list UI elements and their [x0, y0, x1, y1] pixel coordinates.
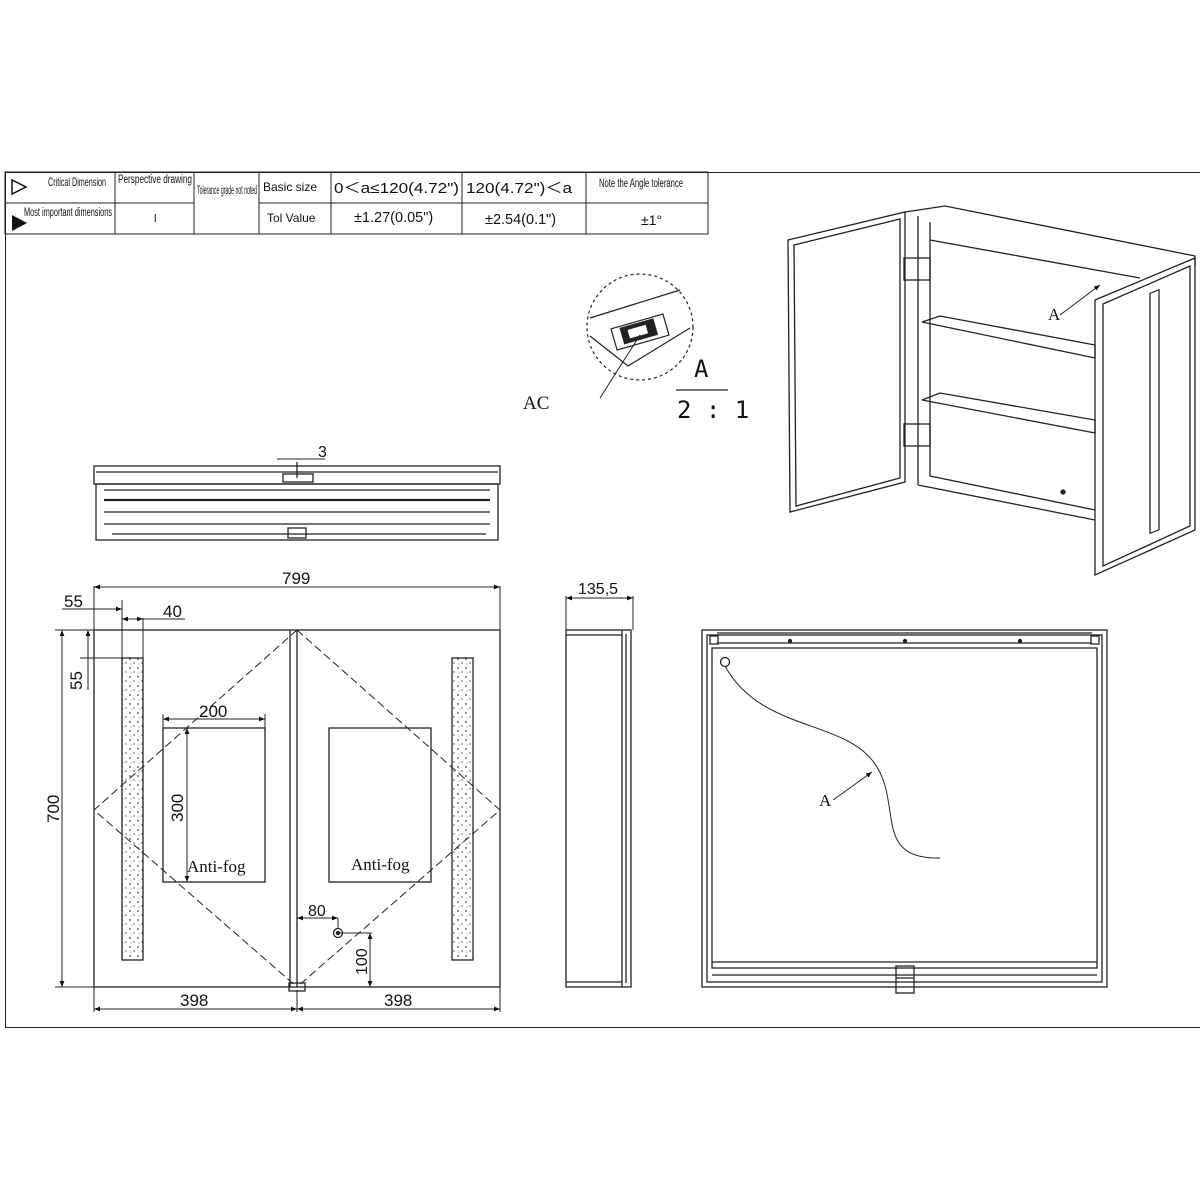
anti-fog-left-label: Anti-fog: [187, 857, 246, 876]
iso-cabinet: [787, 205, 1196, 577]
dim-fog-width: 200: [199, 702, 227, 721]
detail-ac-label: AC: [523, 393, 549, 414]
top-view: [93, 462, 501, 541]
dim-top-margin: 55: [67, 671, 86, 690]
side-view: [565, 595, 634, 988]
detail-scale: 2 : 1: [677, 396, 749, 424]
dim-door-right: 398: [384, 991, 412, 1010]
dim-switch-x: 80: [308, 903, 326, 920]
rear-label: A: [819, 791, 832, 810]
rear-view: [701, 629, 1108, 994]
table-angle-tol: ±1°: [641, 212, 662, 228]
detail-view-label: A: [694, 355, 709, 383]
dim-width: 799: [282, 569, 310, 588]
top-gap-label: 3: [318, 444, 327, 461]
table-range-2-tol: ±2.54(0.1"): [485, 212, 556, 228]
dim-strip-width: 40: [163, 602, 182, 621]
anti-fog-right-label: Anti-fog: [351, 855, 410, 874]
table-range-2: 120(4.72")＜a: [466, 181, 573, 197]
iso-leader: [1059, 284, 1101, 316]
dim-depth: 135,5: [578, 581, 618, 598]
table-tolerance-grade: Tolerance grade not noted: [197, 185, 257, 197]
front-dimensions: [55, 584, 501, 1012]
dim-height: 700: [44, 795, 63, 823]
dim-side-margin: 55: [64, 592, 83, 611]
table-perspective-value: l: [154, 213, 156, 225]
table-perspective: Perspective drawing: [118, 174, 192, 186]
critical-triangle-icon: [11, 178, 28, 196]
table-tol-value: Tol Value: [267, 211, 316, 225]
table-most-important: Most important dimensions: [24, 207, 112, 219]
rear-leader: [832, 771, 873, 801]
table-range-1-tol: ±1.27(0.05"): [354, 210, 433, 226]
detail-circle: [586, 273, 694, 399]
dim-door-left: 398: [180, 991, 208, 1010]
dim-fog-height: 300: [168, 794, 187, 822]
table-angle-header: Note the Angle tolerance: [599, 178, 683, 190]
table-basic-size: Basic size: [263, 180, 317, 194]
dim-switch-y: 100: [354, 948, 371, 975]
table-range-1: 0＜a≤120(4.72"): [334, 181, 459, 197]
front-view: [93, 629, 501, 992]
iso-label: A: [1048, 305, 1061, 324]
tolerance-table: [4, 171, 709, 235]
table-critical-dimension: Critical Dimension: [48, 175, 106, 189]
important-triangle-icon: [12, 215, 27, 231]
